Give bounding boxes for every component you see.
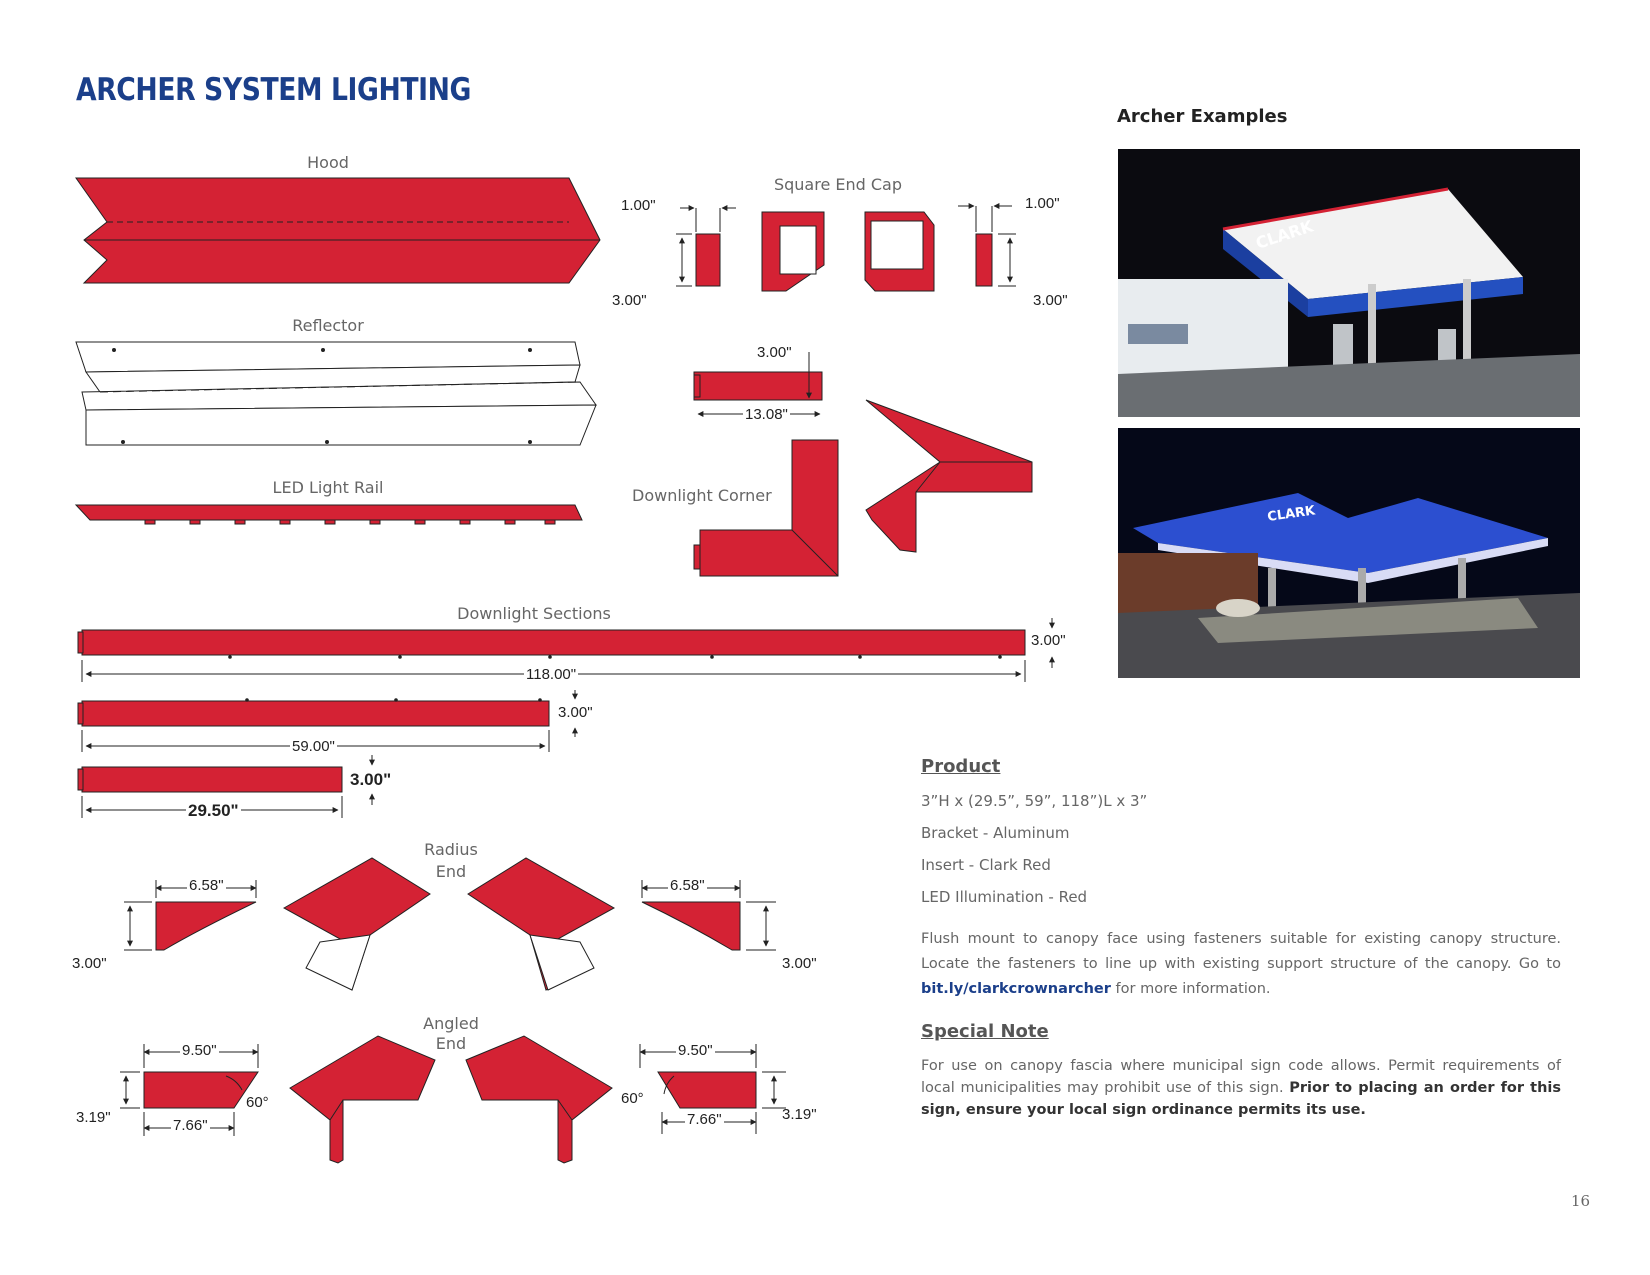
- radius-left-width: 6.58": [187, 877, 226, 894]
- radius-end-label-line1: Radius: [424, 840, 478, 859]
- example-photo-1: CLARK: [1118, 149, 1580, 417]
- angled-left-angle: 60°: [246, 1094, 269, 1111]
- led-rail-drawing: [74, 504, 583, 525]
- product-spec: 3”H x (29.5”, 59”, 118”)L x 3”: [921, 792, 1148, 810]
- radius-right-height: 3.00": [782, 955, 817, 972]
- section-59-height: 3.00": [558, 704, 593, 721]
- section-59-length: 59.00": [290, 738, 337, 755]
- page-title: ARCHER SYSTEM LIGHTING: [76, 72, 471, 108]
- corner-width: 13.08": [743, 406, 790, 423]
- angled-left-height: 3.19": [76, 1109, 111, 1126]
- photo2-sign: CLARK: [1266, 503, 1317, 525]
- page-number: 16: [1571, 1192, 1591, 1210]
- angled-right-bottom: 7.66": [685, 1111, 724, 1128]
- cap-right-width: 1.00": [1025, 195, 1060, 212]
- square-end-cap-label: Square End Cap: [773, 175, 903, 194]
- product-spec: LED Illumination - Red: [921, 888, 1088, 906]
- reflector-drawing: [75, 341, 597, 446]
- angled-left-bottom: 7.66": [171, 1117, 210, 1134]
- special-note-heading: Special Note: [921, 1021, 1049, 1042]
- section-29-height: 3.00": [350, 770, 392, 789]
- hood-drawing: [75, 177, 601, 284]
- downlight-sections-label: Downlight Sections: [457, 604, 611, 623]
- angled-end-label-line1: Angled: [423, 1014, 479, 1033]
- section-29-length: 29.50": [186, 801, 241, 821]
- corner-height: 3.00": [757, 344, 792, 361]
- radius-end-label-line2: End: [435, 862, 467, 881]
- example-photo-2: CLARK: [1118, 428, 1580, 678]
- led-rail-label: LED Light Rail: [272, 478, 384, 497]
- angled-right-height: 3.19": [782, 1106, 817, 1123]
- angled-right-width: 9.50": [676, 1042, 715, 1059]
- special-note-text: For use on canopy fascia where municipal…: [921, 1058, 1561, 1118]
- cap-left-height: 3.00": [612, 292, 647, 309]
- section-118-height: 3.00": [1031, 632, 1066, 649]
- cap-left-width: 1.00": [621, 197, 656, 214]
- reflector-label: Reflector: [292, 316, 364, 335]
- downlight-corner-label: Downlight Corner: [632, 486, 772, 505]
- radius-end-drawing: [124, 857, 776, 991]
- corner-section-drawing: [693, 352, 1033, 577]
- hood-label: Hood: [307, 153, 349, 172]
- square-end-cap-drawing: [676, 203, 1016, 292]
- examples-title: Archer Examples: [1117, 106, 1288, 127]
- angled-left-width: 9.50": [180, 1042, 219, 1059]
- info-link[interactable]: bit.ly/clarkcrownarcher: [921, 981, 1111, 997]
- angled-end-label-line2: End: [435, 1034, 467, 1053]
- cap-right-height: 3.00": [1033, 292, 1068, 309]
- product-heading: Product: [921, 756, 1001, 777]
- section-118-length: 118.00": [524, 666, 579, 683]
- angled-right-angle: 60°: [621, 1090, 644, 1107]
- product-description: Flush mount to canopy face using fastene…: [921, 931, 1561, 997]
- angled-end-drawing: [120, 1035, 786, 1164]
- product-spec: Bracket - Aluminum: [921, 824, 1070, 842]
- product-spec: Insert - Clark Red: [921, 856, 1051, 874]
- radius-left-height: 3.00": [72, 955, 107, 972]
- radius-right-width: 6.58": [668, 877, 707, 894]
